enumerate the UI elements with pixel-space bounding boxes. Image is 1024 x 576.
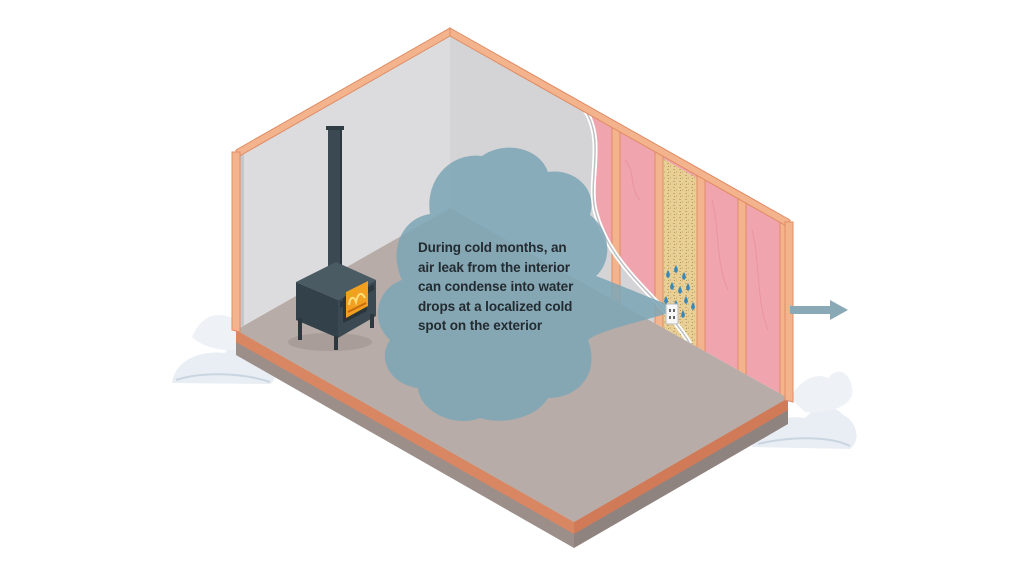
corner-post-right (784, 221, 794, 403)
sill-plate-right (574, 398, 788, 534)
callout-line: air leak from the interior (418, 259, 570, 275)
electrical-outlet-icon (665, 303, 679, 325)
callout-line: During cold months, an (418, 240, 567, 255)
sill-plate-left (236, 330, 574, 534)
air-cloud-icon (377, 147, 672, 422)
corner-post-left (231, 151, 241, 333)
exit-arrow-icon (790, 300, 848, 320)
callout-line: drops at a localized cold (418, 298, 573, 314)
callout-line: spot on the exterior (418, 318, 543, 333)
callout-text: During cold months, an air leak from the… (418, 238, 618, 336)
wood-stove-icon (288, 126, 376, 351)
water-drop-icon (664, 265, 695, 318)
callout-line: can condense into water (418, 279, 574, 294)
left-wall (236, 34, 450, 330)
snow-drift-right-icon (752, 371, 857, 449)
